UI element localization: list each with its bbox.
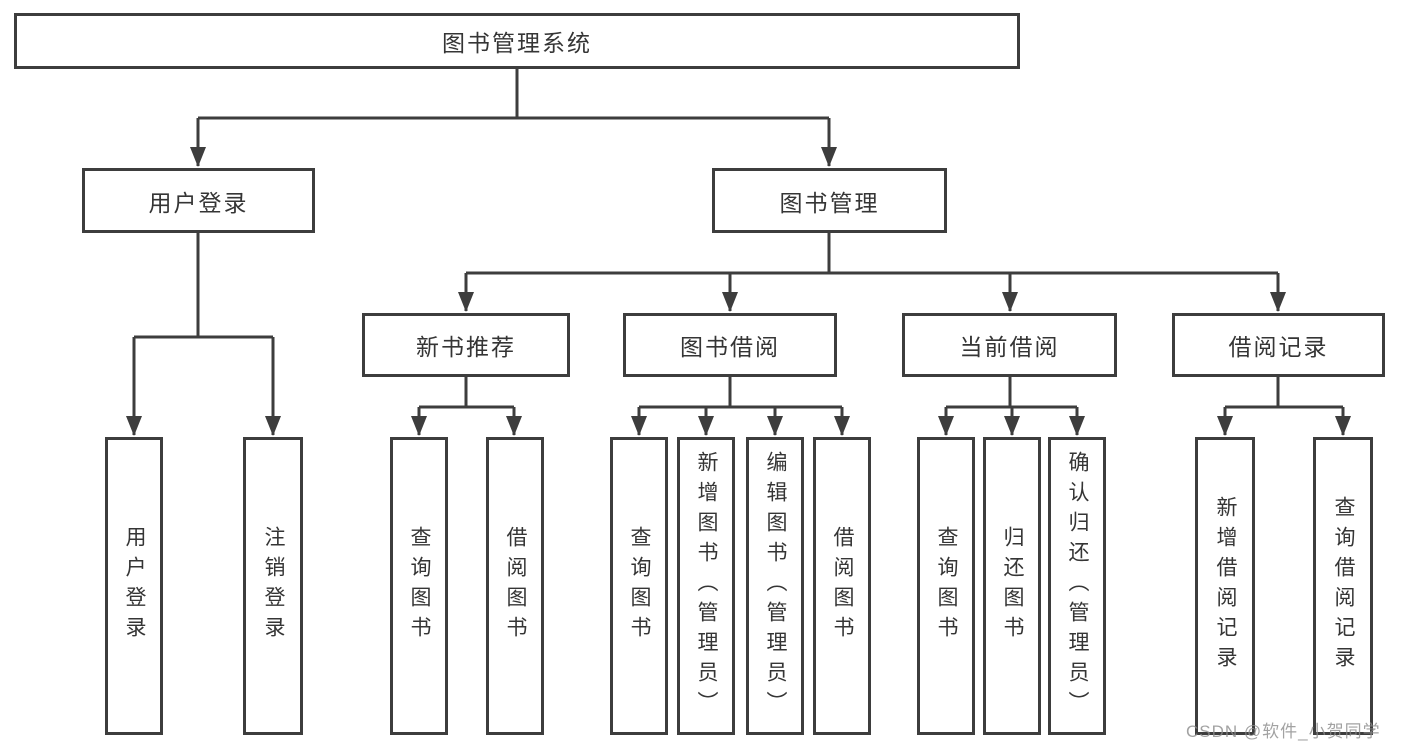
node-current-borrow: 当前借阅 (902, 313, 1117, 377)
node-root: 图书管理系统 (14, 13, 1020, 69)
leaf-borrow-book-label: 借阅图书 (831, 526, 854, 646)
leaf-confirm-return-admin-label: 确认归还（管理员） (1066, 451, 1089, 721)
leaf-user-login-label: 用户登录 (123, 526, 146, 646)
leaf-return-book: 归还图书 (983, 437, 1041, 735)
node-borrow-record-label: 借阅记录 (1228, 334, 1329, 360)
leaf-query-book-borrow-label: 查询图书 (628, 526, 651, 646)
leaf-return-book-label: 归还图书 (1001, 526, 1024, 646)
node-root-label: 图书管理系统 (442, 30, 592, 56)
leaf-query-book-current-label: 查询图书 (935, 526, 958, 646)
leaf-edit-book-admin-label: 编辑图书（管理员） (764, 451, 787, 721)
leaf-query-book-recommend-label: 查询图书 (408, 526, 431, 646)
leaf-query-book-current: 查询图书 (917, 437, 975, 735)
node-book-management-label: 图书管理 (779, 189, 880, 216)
leaf-add-borrow-record-label: 新增借阅记录 (1214, 496, 1237, 676)
node-book-borrow: 图书借阅 (623, 313, 837, 377)
leaf-query-borrow-record-label: 查询借阅记录 (1332, 496, 1355, 676)
node-borrow-record: 借阅记录 (1172, 313, 1385, 377)
node-user-login: 用户登录 (82, 168, 315, 233)
node-book-management: 图书管理 (712, 168, 947, 233)
leaf-confirm-return-admin: 确认归还（管理员） (1048, 437, 1106, 735)
leaf-add-book-admin-label: 新增图书（管理员） (695, 451, 718, 721)
leaf-borrow-book-recommend: 借阅图书 (486, 437, 544, 735)
leaf-edit-book-admin: 编辑图书（管理员） (746, 437, 804, 735)
leaf-borrow-book: 借阅图书 (813, 437, 871, 735)
leaf-query-book-recommend: 查询图书 (390, 437, 448, 735)
leaf-borrow-book-recommend-label: 借阅图书 (504, 526, 527, 646)
csdn-watermark: CSDN @软件_小贺同学 (1186, 722, 1381, 741)
leaf-logout-label: 注销登录 (262, 526, 285, 646)
leaf-add-borrow-record: 新增借阅记录 (1195, 437, 1255, 735)
node-current-borrow-label: 当前借阅 (959, 334, 1060, 360)
leaf-add-book-admin: 新增图书（管理员） (677, 437, 735, 735)
node-user-login-label: 用户登录 (148, 189, 249, 216)
node-new-book-recommend: 新书推荐 (362, 313, 570, 377)
node-book-borrow-label: 图书借阅 (680, 334, 780, 360)
leaf-query-borrow-record: 查询借阅记录 (1313, 437, 1373, 735)
leaf-query-book-borrow: 查询图书 (610, 437, 668, 735)
leaf-user-login: 用户登录 (105, 437, 163, 735)
leaf-logout: 注销登录 (243, 437, 303, 735)
node-new-book-recommend-label: 新书推荐 (416, 334, 516, 360)
